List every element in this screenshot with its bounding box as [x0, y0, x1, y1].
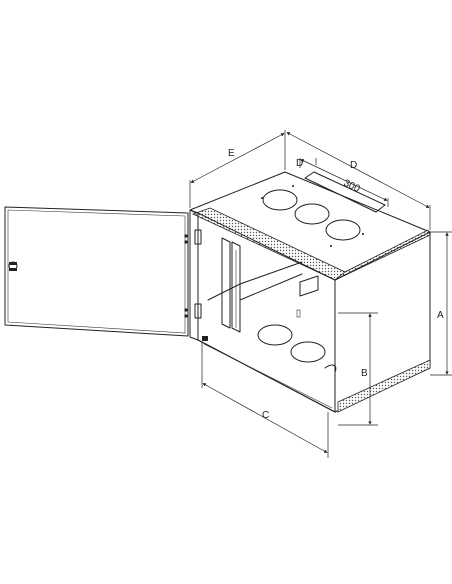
label-a: A [437, 310, 444, 321]
label-d: D [350, 160, 357, 171]
dimension-lines [189, 130, 452, 458]
bottom-cable-entries [257, 324, 337, 373]
label-b: B [361, 368, 368, 379]
dimension-labels: E D D 300 A B C [228, 148, 444, 421]
open-door [4, 206, 189, 337]
door-hinges [184, 229, 202, 319]
door-lock-icon [8, 261, 18, 271]
label-e: E [228, 148, 235, 159]
cabinet-foot [202, 336, 208, 341]
cabinet-body [189, 171, 431, 413]
mounting-rails [207, 237, 319, 333]
label-c: C [262, 410, 269, 421]
label-d-inner: D [296, 158, 303, 169]
top-cable-entries [261, 171, 386, 247]
